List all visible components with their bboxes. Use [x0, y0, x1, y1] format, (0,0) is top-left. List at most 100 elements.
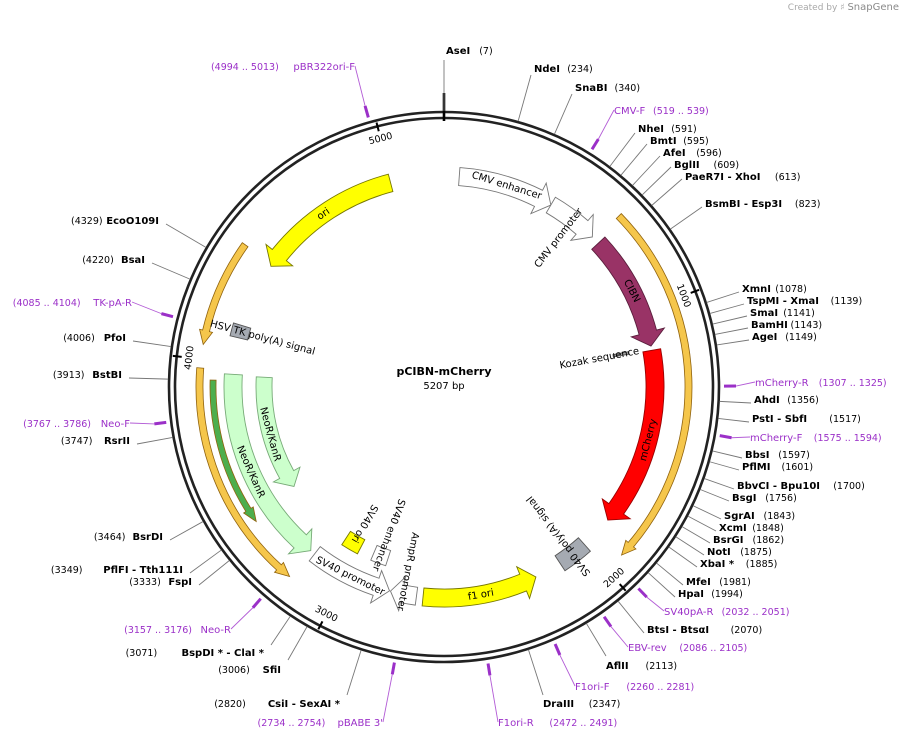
site-xcmi[interactable]: XcmI(1848): [687, 515, 784, 534]
site-btsi-bts-i[interactable]: BtsI - BtsαI(2070): [617, 600, 762, 636]
site-pflmi[interactable]: PflMI(1601): [709, 461, 813, 473]
feature-arrow-hsv-tk-poly-a-signal[interactable]: [229, 322, 252, 341]
site-name: AgeI: [752, 332, 777, 343]
feature-arrow-neor-kanr[interactable]: [223, 373, 313, 555]
primer-tk-pa-r[interactable]: TK-pA-R(4085 .. 4104): [13, 298, 174, 319]
site-bsrgi[interactable]: BsrGI(1862): [681, 526, 784, 546]
site-bbvci-bpu10i[interactable]: BbvCI - Bpu10I(1700): [704, 478, 865, 492]
site-leader-line: [198, 560, 230, 586]
feature-arrow-cibn[interactable]: [591, 236, 666, 347]
site-xmni[interactable]: XmnI(1078): [706, 284, 807, 303]
feature-mcherry[interactable]: mCherry: [601, 348, 665, 521]
site-ahdi[interactable]: AhdI(1356): [719, 395, 819, 406]
feature-cmv-enhancer[interactable]: CMV enhancer: [458, 167, 552, 215]
site-psti-sbfi[interactable]: PstI - SbfI(1517): [718, 414, 861, 425]
feature-arrow-sv40-ori[interactable]: [341, 530, 366, 555]
site-draiii[interactable]: DraIII(2347): [528, 649, 620, 710]
primer-cmv-f[interactable]: CMV-F(519 .. 539): [590, 106, 709, 151]
site-bsrdi[interactable]: BsrDI(3464): [94, 521, 204, 543]
site-name: AfeI: [663, 148, 686, 159]
primer-mcherry-r[interactable]: mCherry-R(1307 .. 1325): [723, 378, 887, 389]
site-aflii[interactable]: AflII(2113): [586, 623, 677, 672]
feature-sv40-poly-a-signal[interactable]: SV40 poly(A) signal: [525, 494, 593, 578]
site-snabi[interactable]: SnaBI(340): [554, 83, 640, 135]
feature-ori[interactable]: ori: [265, 173, 394, 267]
site-xbai[interactable]: XbaI *(1885): [668, 546, 778, 570]
site-bsai[interactable]: BsaI (4220): [82, 255, 191, 280]
feature-arrow-ori[interactable]: [265, 173, 394, 267]
site-noti[interactable]: NotI(1875): [675, 536, 772, 558]
site-rsrii[interactable]: RsrII(3747): [61, 436, 173, 447]
site-bsmbi-esp3i[interactable]: BsmBI - Esp3I(823): [670, 199, 820, 230]
site-mfei[interactable]: MfeI(1981): [656, 562, 751, 588]
site-csii-sexai[interactable]: CsiI - SexAI *(2820): [214, 650, 362, 710]
site-hpai[interactable]: HpaI(1994): [647, 572, 743, 600]
site-fspi[interactable]: FspI(3333): [129, 560, 230, 588]
orange-arc-3: [199, 242, 249, 346]
feature-sv40-ori[interactable]: SV40 ori: [341, 502, 380, 555]
feature-arrow-mcherry[interactable]: [601, 348, 665, 521]
primer-mcherry-f[interactable]: mCherry-F(1575 .. 1594): [719, 433, 882, 444]
primer-marker: [486, 663, 492, 676]
site-position: (613): [775, 172, 801, 183]
primer-sv40pa-r[interactable]: SV40pA-R(2032 .. 2051): [637, 587, 789, 618]
site-pflfi-tth111i[interactable]: PflFI - Tth111I(3349): [51, 549, 222, 576]
site-position: (4006): [63, 333, 95, 344]
primer-leader-line: [597, 109, 615, 140]
feature-kozak-sequence[interactable]: Kozak sequence: [559, 346, 640, 371]
feature-ampr-promoter[interactable]: AmpR promoter: [389, 531, 420, 613]
site-bglii[interactable]: BglII(609): [641, 160, 739, 196]
primer-neo-r[interactable]: Neo-R(3157 .. 3176): [124, 597, 262, 636]
feature-arrow-cmv-enhancer[interactable]: [458, 167, 552, 215]
site-nhei[interactable]: NheI(591): [609, 124, 697, 167]
site-pfoi[interactable]: PfoI(4006): [63, 333, 172, 348]
site-leader-line: [132, 340, 172, 348]
feature-arrow-kozak-sequence[interactable]: [612, 351, 630, 358]
site-leader-line: [517, 74, 532, 122]
primer-name: mCherry-R: [755, 378, 809, 389]
feature-arrow-neor-kanr[interactable]: [255, 376, 301, 488]
site-position: (4220): [82, 255, 114, 266]
feature-cibn[interactable]: CIBN: [591, 236, 666, 347]
site-bspdi-clai[interactable]: BspDI * - ClaI *(3071): [126, 615, 291, 659]
site-bsgi[interactable]: BsgI(1756): [700, 489, 797, 504]
site-paer7i-xhoi[interactable]: PaeR7I - XhoI(613): [651, 172, 801, 206]
site-position: (1875): [740, 547, 772, 558]
site-bamhi[interactable]: BamHI(1143): [714, 320, 822, 335]
site-ndei[interactable]: NdeI(234): [517, 64, 593, 122]
feature-label: AmpR promoter: [394, 531, 420, 612]
site-bstbi[interactable]: BstBI(3913): [53, 370, 169, 381]
feature-label: f1 ori: [467, 588, 495, 603]
feature-arrow-sv40-enhancer[interactable]: [370, 544, 392, 567]
site-bbsi[interactable]: BbsI(1597): [712, 450, 810, 461]
site-afei[interactable]: AfeI(596): [632, 148, 722, 186]
site-sgrai[interactable]: SgrAI(1843): [692, 505, 795, 522]
site-name: AflII: [606, 661, 629, 672]
feature-neor-kanr[interactable]: NeoR/KanR: [255, 376, 301, 488]
tick-mark: [618, 583, 627, 592]
feature-arrow-sv40-promoter[interactable]: [308, 546, 391, 605]
primer-marker: [637, 587, 648, 599]
primer-pbabe-3[interactable]: pBABE 3'(2734 .. 2754): [258, 662, 396, 729]
feature-f1-ori[interactable]: f1 ori: [421, 565, 537, 608]
primer-ebv-rev[interactable]: EBV-rev(2086 .. 2105): [602, 615, 747, 654]
site-tspmi-xmai[interactable]: TspMI - XmaI(1139): [709, 296, 862, 314]
feature-arrow-ampr-promoter[interactable]: [389, 575, 419, 613]
site-asei[interactable]: AseI(7): [443, 46, 493, 111]
feature-arrow-sv40-poly-a-signal[interactable]: [554, 537, 592, 572]
site-name: BsaI: [121, 255, 145, 266]
feature-hsv-tk-poly-a-signal[interactable]: HSV TK poly(A) signal: [209, 319, 316, 358]
site-bmti[interactable]: BmtI(595): [620, 136, 709, 176]
primer-position: (2472 .. 2491): [549, 718, 617, 729]
primer-neo-f[interactable]: Neo-F(3767 .. 3786): [23, 419, 167, 430]
site-agei[interactable]: AgeI(1149): [716, 332, 817, 346]
site-position: (1141): [783, 308, 815, 319]
site-smai[interactable]: SmaI(1141): [712, 308, 815, 325]
primer-f1ori-r[interactable]: F1ori-R(2472 .. 2491): [486, 663, 617, 729]
primer-f1ori-f[interactable]: F1ori-F(2260 .. 2281): [553, 643, 694, 693]
primer-pbr322ori-f[interactable]: pBR322ori-F(4994 .. 5013): [211, 62, 370, 118]
site-sfii[interactable]: SfiI(3006): [218, 626, 308, 676]
feature-arrow-cmv-promoter[interactable]: [545, 196, 594, 241]
feature-arrow-f1-ori[interactable]: [421, 565, 537, 608]
site-ecoo109i[interactable]: EcoO109I(4329): [71, 216, 207, 248]
